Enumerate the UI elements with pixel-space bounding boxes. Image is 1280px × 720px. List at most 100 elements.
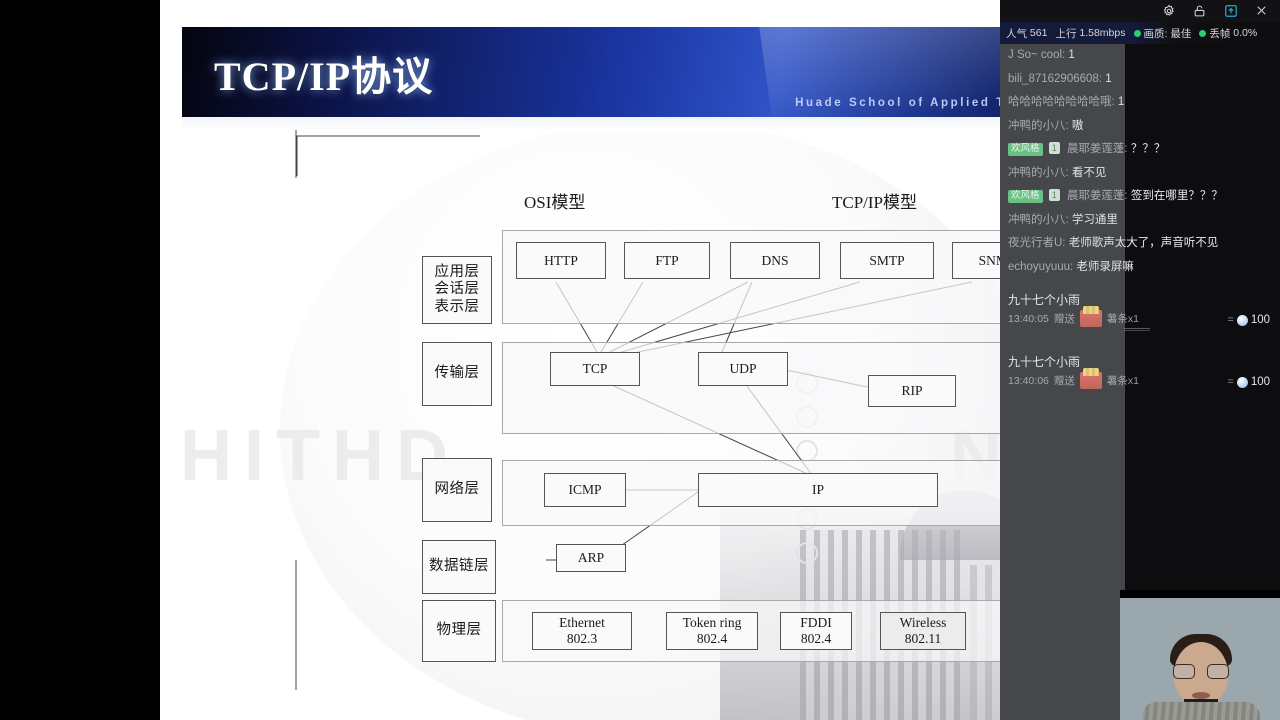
unlock-icon[interactable]	[1191, 2, 1208, 19]
chat-body: 看不见	[1071, 166, 1107, 179]
fan-medal-level: 1	[1048, 189, 1060, 202]
gift-notification: 九十七个小雨 13:40:05 赠送 薯条x1 = 100	[1000, 285, 1280, 331]
fan-medal-level: 1	[1048, 142, 1060, 155]
webcam-subject-mouth	[1192, 692, 1210, 699]
gift-value: = 100	[1227, 376, 1270, 388]
chat-body: 学习通里	[1071, 213, 1118, 226]
popout-icon[interactable]	[1222, 2, 1239, 19]
protocol-ip: IP	[698, 473, 938, 507]
gift-action: 赠送	[1053, 375, 1075, 388]
gift-time: 13:40:06	[1008, 374, 1049, 387]
gift-icon	[1079, 368, 1102, 390]
osi-layer-physical: 物理层	[422, 600, 496, 662]
equals-sign: =	[1227, 314, 1234, 327]
gift-time: 13:40:05	[1008, 312, 1049, 325]
uplink-stat: 上行 1.58mbps	[1055, 26, 1125, 41]
gift-detail: 13:40:06 赠送 薯条x1	[1008, 368, 1272, 390]
scroll-grip[interactable]	[1124, 328, 1150, 331]
gift-value: = 100	[1227, 314, 1270, 326]
chat-user: 冲鸭的小八:	[1008, 166, 1069, 179]
stream-panel-header	[1000, 0, 1280, 22]
gift-notification: 九十七个小雨 13:40:06 赠送 薯条x1 = 100	[1000, 347, 1280, 393]
chat-message: 哈哈哈哈哈哈哈哈哦: 1	[1000, 91, 1280, 115]
gear-icon[interactable]	[1160, 2, 1177, 19]
uplink-value: 1.58mbps	[1079, 27, 1126, 39]
protocol-tcp: TCP	[550, 352, 640, 386]
fan-medal: 欢风格	[1008, 143, 1043, 156]
coin-icon	[1236, 314, 1248, 326]
gift-item: 薯条x1	[1106, 375, 1139, 388]
gift-icon	[1079, 306, 1102, 328]
link-wireless: Wireless 802.11	[880, 612, 966, 650]
letterbox-left	[0, 0, 160, 720]
link-fddi-std: 802.4	[800, 631, 832, 646]
protocol-http: HTTP	[516, 242, 606, 279]
quality-stat: 画质: 最佳	[1133, 26, 1191, 41]
link-tokenring: Token ring 802.4	[666, 612, 758, 650]
chat-message: bili_87162906608: 1	[1000, 68, 1280, 92]
link-ethernet-std: 802.3	[566, 631, 598, 646]
uplink-label: 上行	[1055, 27, 1077, 40]
gift-action: 赠送	[1053, 313, 1075, 326]
chat-message: echoyuyuuu: 老师录屏嘛	[1000, 256, 1280, 280]
popularity-stat: 人气 561	[1006, 26, 1047, 41]
webcam-frame	[1120, 598, 1280, 720]
protocol-udp: UDP	[698, 352, 788, 386]
protocol-smtp: SMTP	[840, 242, 934, 279]
chat-body: ？？？	[1130, 143, 1166, 156]
quality-label: 画质:	[1143, 27, 1168, 40]
gift-value-amount: 100	[1250, 314, 1270, 327]
osi-label-session: 会话层	[434, 281, 480, 298]
chat-message: 冲鸭的小八: 嗷	[1000, 115, 1280, 139]
protocol-icmp: ICMP	[544, 473, 626, 507]
chat-user: echoyuyuuu:	[1008, 260, 1074, 273]
banner-shadow	[182, 117, 1142, 131]
dropped-label: 丢帧	[1209, 27, 1231, 40]
link-fddi: FDDI 802.4	[780, 612, 852, 650]
dropped-value: 0.0%	[1233, 27, 1258, 39]
gift-detail: 13:40:05 赠送 薯条x1	[1008, 306, 1272, 328]
gift-sender: 九十七个小雨	[1008, 355, 1081, 370]
chat-user: 夜光行者U:	[1008, 237, 1066, 250]
popularity-value: 561	[1029, 27, 1048, 39]
tcpip-model-label: TCP/IP模型	[832, 193, 918, 212]
chat-body: 嗷	[1071, 119, 1084, 132]
chat-body: 老师录屏嘛	[1076, 260, 1134, 273]
chat-body: 1	[1105, 72, 1112, 85]
link-ethernet: Ethernet 802.3	[532, 612, 632, 650]
chat-body: 签到在哪里？？？	[1130, 190, 1223, 203]
gift-value-amount: 100	[1250, 376, 1270, 389]
chat-body: 1	[1068, 49, 1075, 61]
chat-message: 夜光行者U: 老师歌声太大了，声音听不见	[1000, 232, 1280, 256]
chat-user: 晨耶姜莲蓬:	[1066, 143, 1128, 156]
protocol-rip: RIP	[868, 375, 956, 407]
webcam-overlay[interactable]	[1120, 590, 1280, 720]
close-icon[interactable]	[1253, 2, 1270, 19]
chat-message: 欢风格 1 晨耶姜莲蓬: ？？？	[1000, 138, 1280, 162]
gift-item: 薯条x1	[1106, 313, 1139, 326]
osi-layer-application: 应用层 会话层 表示层	[422, 256, 492, 324]
chat-message: J So~ cool: 1	[1000, 44, 1280, 68]
slide-title-banner: TCP/IP协议 Huade School of Applied Technol…	[182, 27, 1142, 117]
watermark-hithd: HITHD	[180, 416, 460, 496]
protocol-arp: ARP	[556, 544, 626, 572]
osi-label-presentation: 表示层	[434, 298, 480, 315]
dropped-stat: 丢帧 0.0%	[1199, 26, 1257, 41]
fan-medal: 欢风格	[1008, 190, 1043, 203]
stream-stats-bar: 人气 561 上行 1.58mbps 画质: 最佳 丢帧 0.0%	[1000, 22, 1280, 44]
chat-message: 冲鸭的小八: 看不见	[1000, 162, 1280, 186]
link-fddi-name: FDDI	[800, 615, 832, 631]
glasses-icon	[1173, 664, 1229, 679]
osi-label-app: 应用层	[434, 264, 480, 281]
chat-user: J So~ cool:	[1008, 49, 1066, 61]
popularity-label: 人气	[1006, 27, 1027, 40]
status-dot-quality	[1133, 29, 1141, 37]
osi-layer-transport: 传输层	[422, 342, 492, 406]
gift-sender: 九十七个小雨	[1008, 293, 1081, 308]
chat-user: 哈哈哈哈哈哈哈哈哦:	[1008, 96, 1115, 109]
link-tokenring-std: 802.4	[696, 631, 728, 646]
osi-layer-datalink: 数据链层	[422, 540, 496, 594]
chat-user: 晨耶姜莲蓬:	[1066, 190, 1128, 203]
chat-user: 冲鸭的小八:	[1008, 119, 1069, 132]
